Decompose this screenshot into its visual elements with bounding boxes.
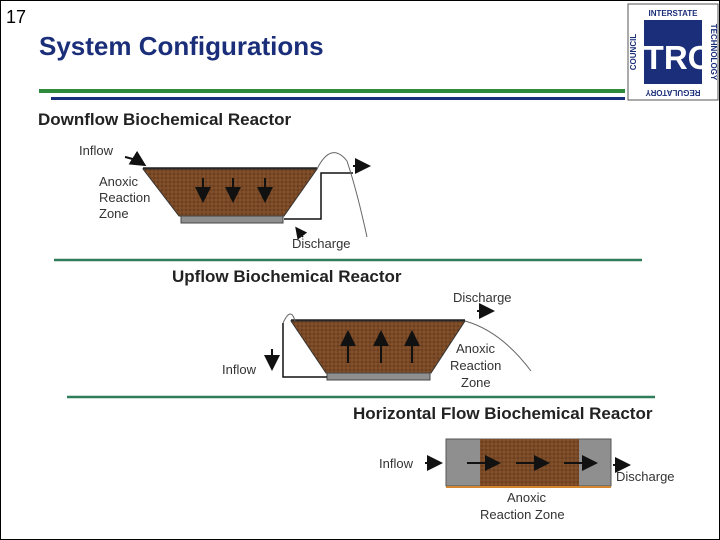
upflow-zone-line2: Reaction: [450, 358, 501, 373]
downflow-substrate: [141, 168, 318, 217]
horizontal-inflow-label: Inflow: [379, 456, 414, 471]
downflow-arrows: [195, 178, 273, 203]
logo-letters: ITRC: [635, 39, 712, 76]
horizontal-heading: Horizontal Flow Biochemical Reactor: [353, 404, 653, 423]
upflow-discharge-label: Discharge: [453, 290, 512, 305]
upflow-arrows: [340, 330, 420, 363]
horizontal-zone-line2: Reaction Zone: [480, 507, 565, 522]
page-title: System Configurations: [39, 31, 324, 61]
downflow-inflow-label: Inflow: [79, 143, 114, 158]
upflow-substrate: [290, 320, 466, 374]
downflow-zone-line3: Zone: [99, 206, 129, 221]
downflow-berm: [316, 152, 368, 238]
downflow-inflow-arrow: [124, 150, 147, 167]
logo-left-text: COUNCIL: [629, 34, 638, 71]
downflow-liner: [180, 215, 284, 224]
horizontal-reactor: Horizontal Flow Biochemical Reactor Infl…: [353, 404, 675, 522]
logo-right-text: TECHNOLOGY: [709, 24, 718, 81]
downflow-outlet-pipe: [284, 172, 353, 220]
downflow-zone-line1: Anoxic: [99, 174, 139, 189]
upflow-inflow-label: Inflow: [222, 362, 257, 377]
logo-bottom-text: REGULATORY: [645, 88, 701, 97]
downflow-reactor: Downflow Biochemical Reactor Inflow Anox…: [38, 110, 371, 251]
title-rule-green: [39, 89, 625, 93]
upflow-zone-line3: Zone: [461, 375, 491, 390]
slide-number: 17: [6, 7, 27, 27]
horizontal-discharge-label: Discharge: [616, 469, 675, 484]
title-rule-blue: [51, 97, 625, 100]
upflow-zone-line1: Anoxic: [456, 341, 496, 356]
upflow-liner: [326, 372, 431, 381]
downflow-discharge-label: Discharge: [292, 236, 351, 251]
horizontal-zone-line1: Anoxic: [507, 490, 547, 505]
logo-top-text: INTERSTATE: [648, 9, 698, 18]
downflow-zone-line2: Reaction: [99, 190, 150, 205]
downflow-heading: Downflow Biochemical Reactor: [38, 110, 292, 129]
upflow-reactor: Upflow Biochemical Reactor Discharge Inf…: [172, 267, 532, 390]
upflow-berm: [464, 320, 532, 372]
itrc-logo: ITRC INTERSTATE TECHNOLOGY REGULATORY CO…: [627, 3, 719, 101]
upflow-inlet-pipe: [282, 323, 327, 378]
upflow-heading: Upflow Biochemical Reactor: [172, 267, 402, 286]
